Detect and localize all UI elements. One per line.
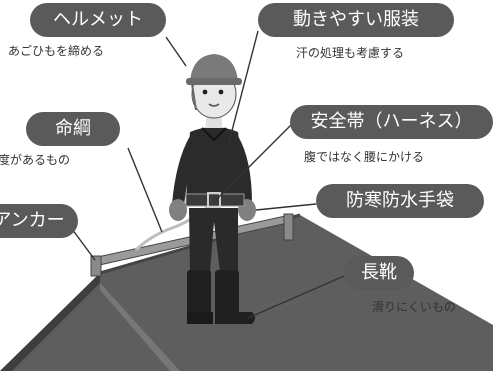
roof (0, 213, 493, 371)
gloves-callout-label: 防寒防水手袋 (316, 184, 484, 218)
worker (169, 54, 256, 324)
lifeline-callout-label: 命綱 (26, 112, 120, 146)
helmet-callout-label: ヘルメット (30, 3, 166, 37)
clothing-callout-note: 汗の処理も考慮する (296, 46, 405, 60)
leader-lines (71, 30, 345, 319)
boots-callout-note: 滑りにくいもの (372, 300, 456, 314)
lifeline-callout-note: 強度があるもの (0, 153, 71, 167)
helmet-callout-note: あごひもを締める (8, 44, 105, 58)
clothing-callout-label: 動きやすい服装 (258, 3, 454, 37)
harness-callout-label: 安全帯（ハーネス） (290, 105, 493, 139)
boots-callout-label: 長靴 (344, 256, 414, 290)
anchor-callout-label: アンカー (0, 204, 78, 238)
harness-callout-note: 腹ではなく腰にかける (304, 150, 425, 164)
